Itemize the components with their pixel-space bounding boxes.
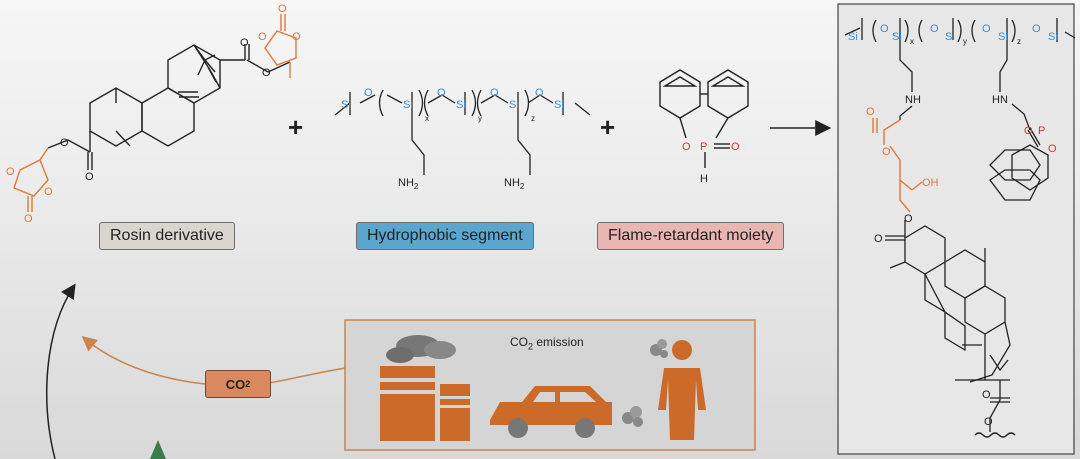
product-ester-co: O [874,233,883,245]
product-urethane-o: O [882,146,891,158]
product-o-1: O [880,23,889,35]
amine-nh2-1: NH2 [398,177,419,191]
plus-sign-2: + [600,112,616,142]
product-si-4: Si [998,31,1008,43]
label-hydrophobic-segment: Hydrophobic segment [356,222,534,250]
cyclic-carbonate-bottom [13,147,49,212]
cyclic-carbonate-top [264,14,297,78]
siloxane-o-2: O [437,87,446,99]
human-silhouette-icon [658,340,706,440]
carbonate-top-o1: O [278,3,287,15]
product-dopo [989,127,1049,201]
co2-to-cycle-arrow [81,336,206,385]
siloxane-sub-y: y [478,114,482,123]
product-si-2: Si [892,31,902,43]
product-oh: OH [922,177,939,189]
factory-icon [380,335,470,441]
rosin-carbonyl-o-bottom: O [85,171,94,183]
tree-icon [150,440,166,459]
dopo-p: P [700,141,707,153]
product-dopo-o: O [1024,125,1033,137]
cycle-black-arrow [46,283,76,459]
product-structure [844,18,1076,131]
product-dopo-o2: O [1048,143,1057,155]
plus-sign-1: + [288,112,304,142]
product-sub-y: y [963,37,967,46]
car-icon [490,386,612,438]
product-ester-o: O [904,213,913,225]
rosin-carbonyl-o-top: O [240,37,249,49]
siloxane-si-1: Si [341,99,351,111]
siloxane-o-1: O [364,87,373,99]
product-rosin [885,220,1016,438]
siloxane-si-4: Si [509,99,519,111]
breath-cloud-icon [650,339,668,358]
dopo-o: O [682,141,691,153]
exhaust-cloud-icon [622,406,643,427]
product-panel [837,3,1075,455]
siloxane-sub-z: z [531,114,535,123]
product-o-3: O [982,23,991,35]
rosin-ester-o-bottom: O [60,137,69,149]
product-o-4: O [1032,23,1041,35]
rosin-ester-o-top: O [262,67,271,79]
product-sub-x: x [910,37,914,46]
product-bottom-carbonyl-o: O [982,389,991,401]
co2-emission-label: CO2 emission [510,335,584,352]
siloxane-si-3: Si [456,99,466,111]
product-si-5: Si [1048,31,1058,43]
product-nh: NH [905,94,921,106]
carbonate-top-o3: O [292,31,301,43]
siloxane-si-2: Si [403,99,413,111]
amine-nh2-2: NH2 [504,177,525,191]
siloxane-o-4: O [535,87,544,99]
siloxane-structure [334,89,591,175]
product-sub-z: z [1017,37,1021,46]
product-hn: HN [992,94,1008,106]
dopo-h: H [700,173,708,185]
product-orange-linker [872,118,923,213]
label-flame-retardant-moiety: Flame-retardant moiety [597,222,785,250]
carbonate-top-o2: O [258,31,267,43]
product-si-1: Si [848,31,858,43]
product-dopo-p: P [1038,125,1045,137]
carbonate-bottom-o2: O [44,186,53,198]
product-si-3: Si [945,31,955,43]
dopo-structure [659,69,749,168]
product-o-2: O [930,23,939,35]
rosin-derivative-structure [47,44,291,170]
product-carbonyl-o: O [866,106,875,118]
carbonate-bottom-o3: O [24,213,33,225]
dopo-o-double: O [731,141,740,153]
siloxane-si-5: Si [554,99,564,111]
emission-to-co2-line [259,367,346,385]
label-rosin-derivative: Rosin derivative [99,222,235,250]
carbonate-bottom-o1: O [6,166,15,178]
product-bottom-ester-o: O [984,416,993,428]
siloxane-sub-x: x [425,114,429,123]
siloxane-o-3: O [490,87,499,99]
